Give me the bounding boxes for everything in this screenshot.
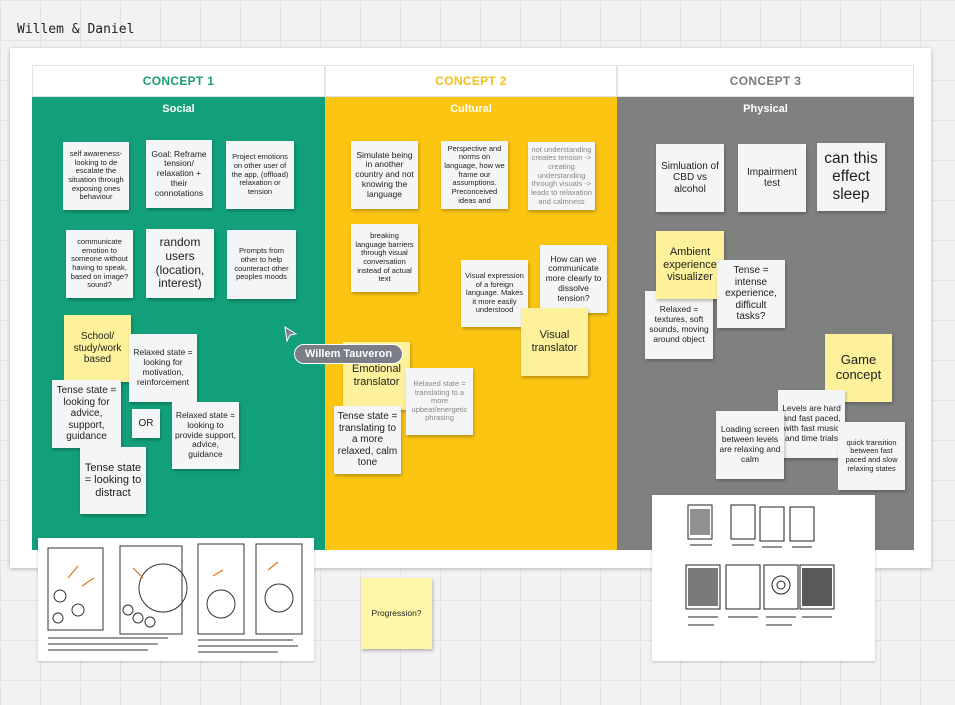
concept-2-header[interactable]: CONCEPT 2 (325, 65, 617, 97)
sticky-note[interactable]: random users (location, interest) (146, 229, 214, 298)
sticky-note[interactable]: Loading screen between levels are relaxi… (716, 411, 784, 479)
sticky-note[interactable]: Visual translator (521, 308, 588, 376)
sticky-note[interactable]: quick transition between fast paced and … (838, 422, 905, 490)
sticky-note[interactable]: Relaxed state = looking to provide suppo… (172, 402, 239, 469)
sticky-note[interactable]: Tense state = looking for advice, suppor… (52, 380, 121, 448)
sticky-note[interactable]: Relaxed state = looking for motivation, … (129, 334, 197, 402)
concept-3-header[interactable]: CONCEPT 3 (617, 65, 914, 97)
sketch-drawing (685, 504, 835, 626)
board-title: Willem & Daniel (17, 22, 135, 37)
concept-3-subtitle: Physical (743, 103, 788, 115)
cursor-icon (284, 326, 298, 342)
sticky-note[interactable]: Impairment test (738, 144, 806, 212)
sticky-note[interactable]: How can we communicate more clearly to d… (540, 245, 607, 313)
sticky-note[interactable]: not understanding creates tension -> cre… (528, 142, 595, 210)
sticky-note[interactable]: School/ study/work based (64, 315, 131, 382)
sticky-note[interactable]: Perspective and norms on language, how w… (441, 141, 508, 209)
sticky-note[interactable]: OR (132, 409, 160, 438)
sticky-note[interactable]: Prompts from other to help counteract ot… (227, 230, 296, 299)
sticky-note[interactable]: Project emotions on other user of the ap… (226, 141, 294, 209)
sticky-note[interactable]: breaking language barriers through visua… (351, 224, 418, 292)
sketch-image-levels[interactable] (652, 495, 875, 661)
sticky-note[interactable]: Simulate being in another country and no… (351, 141, 418, 209)
concept-1-header[interactable]: CONCEPT 1 (32, 65, 325, 97)
sticky-note[interactable]: Levels are hard and fast paced, with fas… (778, 390, 845, 458)
sticky-note[interactable]: Game concept (825, 334, 892, 402)
sticky-note[interactable]: Relaxed = textures, soft sounds, moving … (645, 291, 713, 359)
sticky-note[interactable]: communicate emotion to someone without h… (66, 230, 133, 298)
sticky-note[interactable]: Ambient experience visualizer (656, 231, 724, 299)
sticky-note[interactable]: Relaxed state = translating to a more up… (406, 368, 473, 435)
concept-1-subtitle: Social (162, 103, 195, 115)
sticky-note[interactable]: Tense state = looking to distract (80, 447, 146, 514)
sticky-note[interactable]: Goal: Reframe tension/ relaxation + thei… (146, 140, 212, 208)
sticky-note[interactable]: Progression? (361, 578, 432, 649)
sketch-drawing (47, 543, 303, 653)
concept-2-subtitle: Cultural (450, 103, 492, 115)
sticky-note[interactable]: Simluation of CBD vs alcohol (656, 144, 724, 212)
sticky-note[interactable]: Tense = intense experience, difficult ta… (717, 260, 785, 328)
sketch-image-wireframes[interactable] (38, 538, 314, 661)
collaborator-cursor-label: Willem Tauveron (294, 344, 404, 364)
sticky-note[interactable]: self awareness- looking to de escalate t… (63, 142, 129, 210)
sticky-note[interactable]: Tense state = translating to a more rela… (334, 406, 401, 474)
sticky-note[interactable]: can this effect sleep (817, 143, 885, 211)
sticky-note[interactable]: Visual expression of a foreign language.… (461, 260, 528, 327)
